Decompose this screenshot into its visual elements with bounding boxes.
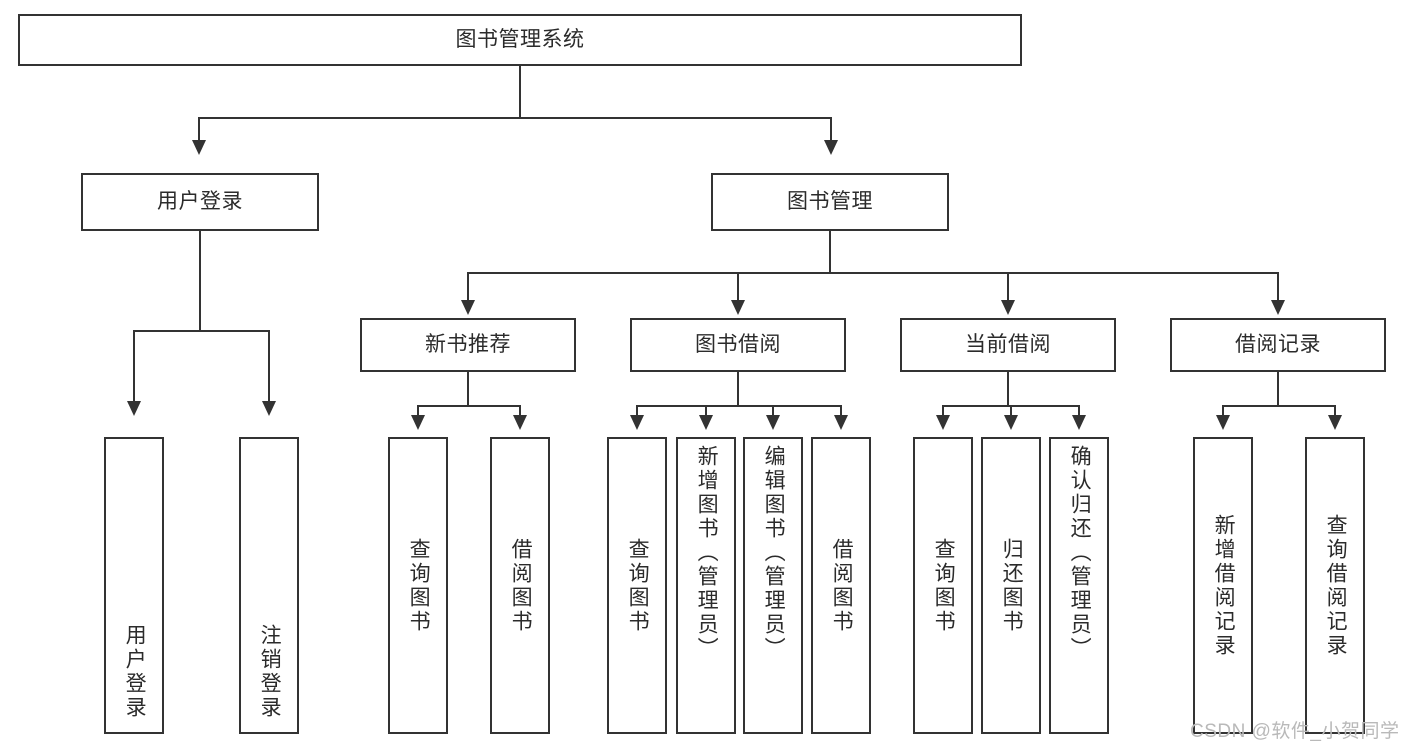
connector-bb-branch-2	[705, 405, 707, 419]
connector-nbr-stem	[467, 372, 469, 406]
leaf-cb-confirm-return-admin[interactable]: 确认归还（管理员）	[1049, 437, 1109, 734]
leaf-br-add-record[interactable]: 新增借阅记录	[1193, 437, 1253, 734]
node-current-borrow[interactable]: 当前借阅	[900, 318, 1116, 372]
connector-bb-branch-3	[772, 405, 774, 419]
leaf-nbr-query-book[interactable]: 查询图书	[388, 437, 448, 734]
node-label: 查询图书	[407, 537, 431, 634]
node-label: 新增借阅记录	[1212, 513, 1236, 658]
connector-bb-bus	[636, 405, 842, 407]
arrow-br-leaf-1	[1216, 415, 1230, 430]
leaf-cb-query-book[interactable]: 查询图书	[913, 437, 973, 734]
arrow-root-to-book-management	[824, 140, 838, 155]
connector-br-stem	[1277, 372, 1279, 406]
connector-cb-branch-1	[942, 405, 944, 419]
node-label: 新书推荐	[425, 332, 511, 356]
node-label: 借阅图书	[830, 537, 854, 634]
connector-cb-stem	[1007, 372, 1009, 406]
arrow-cb-leaf-1	[936, 415, 950, 430]
connector-user-login-branch-1	[133, 330, 135, 405]
arrow-cb-leaf-2	[1004, 415, 1018, 430]
node-book-management-system[interactable]: 图书管理系统	[18, 14, 1022, 66]
arrow-bb-leaf-1	[630, 415, 644, 430]
arrow-bm-to-book-borrow	[731, 300, 745, 315]
arrow-user-login-leaf-1	[127, 401, 141, 416]
node-book-borrow[interactable]: 图书借阅	[630, 318, 846, 372]
node-label: 归还图书	[1000, 537, 1024, 634]
node-label: 图书管理	[787, 189, 873, 213]
node-borrow-record[interactable]: 借阅记录	[1170, 318, 1386, 372]
connector-root-stem	[519, 66, 521, 118]
leaf-cb-return-book[interactable]: 归还图书	[981, 437, 1041, 734]
node-label: 新增图书（管理员）	[695, 445, 719, 661]
connector-br-branch-2	[1334, 405, 1336, 419]
node-label: 当前借阅	[965, 332, 1051, 356]
connector-nbr-branch-2	[519, 405, 521, 419]
connector-cb-branch-3	[1078, 405, 1080, 419]
leaf-bb-edit-book-admin[interactable]: 编辑图书（管理员）	[743, 437, 803, 734]
node-label: 借阅记录	[1235, 332, 1321, 356]
arrow-nbr-leaf-1	[411, 415, 425, 430]
arrow-br-leaf-2	[1328, 415, 1342, 430]
leaf-bb-query-book[interactable]: 查询图书	[607, 437, 667, 734]
node-label: 确认归还（管理员）	[1068, 445, 1092, 661]
leaf-user-login-login[interactable]: 用户登录	[104, 437, 164, 734]
connector-bb-branch-4	[840, 405, 842, 419]
node-label: 用户登录	[123, 624, 147, 720]
leaf-br-query-record[interactable]: 查询借阅记录	[1305, 437, 1365, 734]
connector-bm-branch-1	[467, 272, 469, 304]
connector-bm-branch-3	[1007, 272, 1009, 304]
connector-book-management-bus	[467, 272, 1279, 274]
arrow-bb-leaf-4	[834, 415, 848, 430]
connector-user-login-bus	[133, 330, 269, 332]
leaf-nbr-borrow-book[interactable]: 借阅图书	[490, 437, 550, 734]
node-user-login[interactable]: 用户登录	[81, 173, 319, 231]
node-label: 图书管理系统	[455, 27, 585, 51]
arrow-root-to-user-login	[192, 140, 206, 155]
leaf-bb-borrow-book[interactable]: 借阅图书	[811, 437, 871, 734]
connector-bm-branch-4	[1277, 272, 1279, 304]
connector-br-branch-1	[1222, 405, 1224, 419]
connector-user-login-branch-2	[268, 330, 270, 405]
arrow-bm-to-current-borrow	[1001, 300, 1015, 315]
node-label: 用户登录	[157, 189, 243, 213]
arrow-bm-to-new-book-recommend	[461, 300, 475, 315]
connector-bb-stem	[737, 372, 739, 406]
node-label: 图书借阅	[695, 332, 781, 356]
connector-root-bus	[198, 117, 832, 119]
connector-nbr-bus	[417, 405, 521, 407]
node-label: 注销登录	[258, 624, 282, 720]
node-label: 编辑图书（管理员）	[762, 445, 786, 661]
arrow-bm-to-borrow-record	[1271, 300, 1285, 315]
connector-user-login-stem	[199, 231, 201, 331]
arrow-user-login-leaf-2	[262, 401, 276, 416]
node-label: 查询图书	[932, 537, 956, 634]
connector-bm-branch-2	[737, 272, 739, 304]
node-label: 借阅图书	[509, 537, 533, 634]
node-book-management[interactable]: 图书管理	[711, 173, 949, 231]
arrow-cb-leaf-3	[1072, 415, 1086, 430]
leaf-bb-add-book-admin[interactable]: 新增图书（管理员）	[676, 437, 736, 734]
node-label: 查询借阅记录	[1324, 513, 1348, 658]
arrow-nbr-leaf-2	[513, 415, 527, 430]
connector-book-management-stem	[829, 231, 831, 273]
connector-cb-branch-2	[1010, 405, 1012, 419]
leaf-user-login-logout[interactable]: 注销登录	[239, 437, 299, 734]
connector-br-bus	[1222, 405, 1336, 407]
node-label: 查询图书	[626, 537, 650, 634]
arrow-bb-leaf-3	[766, 415, 780, 430]
arrow-bb-leaf-2	[699, 415, 713, 430]
node-new-book-recommend[interactable]: 新书推荐	[360, 318, 576, 372]
connector-nbr-branch-1	[417, 405, 419, 419]
connector-bb-branch-1	[636, 405, 638, 419]
connector-root-to-user-login	[198, 117, 200, 144]
connector-root-to-book-management	[830, 117, 832, 144]
